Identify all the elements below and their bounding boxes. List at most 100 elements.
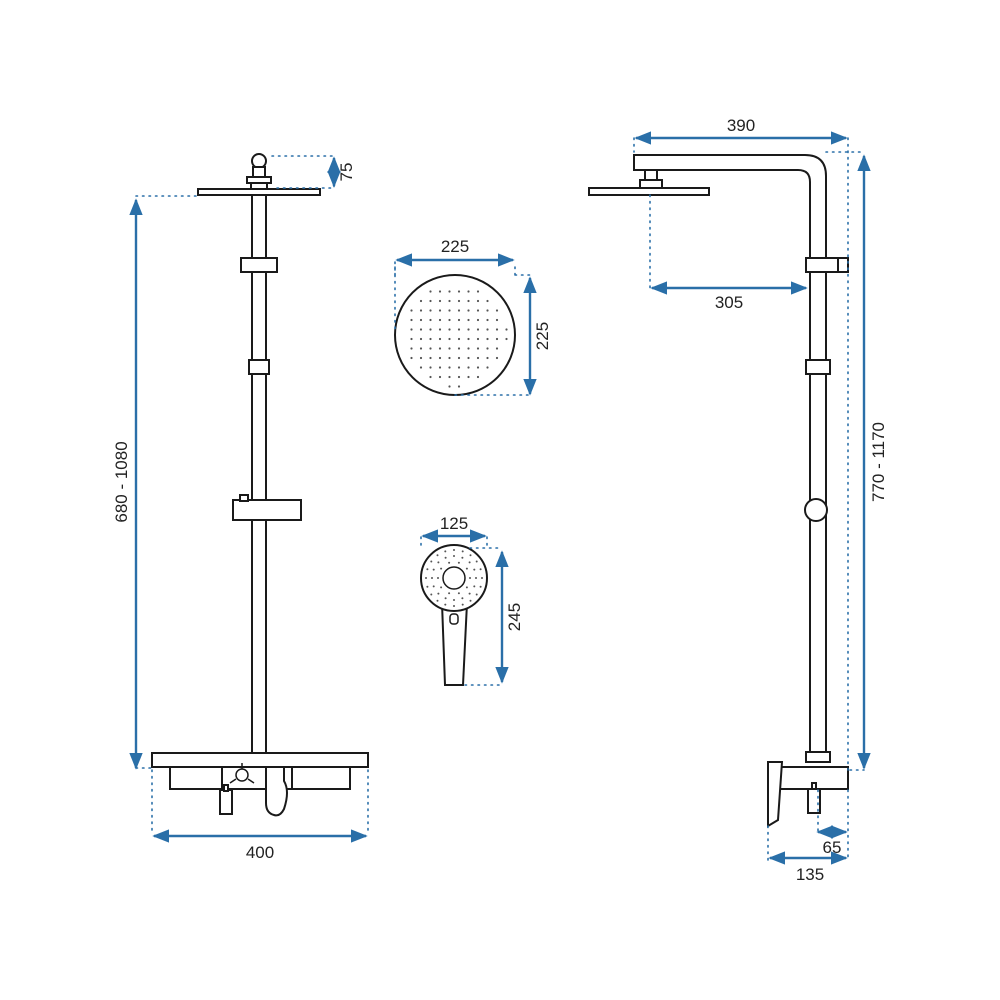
rain-jet-dot [457, 337, 461, 341]
front-column [251, 194, 267, 756]
rain-jet-dot [476, 318, 480, 322]
rain-jet-dot [429, 356, 432, 360]
rain-jet-dot [457, 299, 461, 303]
rain-jet-dot [457, 347, 461, 350]
hand-jet-dot [468, 561, 471, 564]
hand-jet-dot [453, 605, 455, 607]
hand-jet-dot [444, 597, 447, 600]
rain-jet-dot [457, 366, 461, 369]
rain-jet-dot [429, 366, 432, 369]
hand-jet-dot [436, 599, 439, 602]
rain-jet-dot [495, 356, 499, 360]
rain-jet-dot [448, 366, 451, 369]
front-shelf [232, 499, 302, 521]
dim-hand-width-label: 125 [440, 514, 468, 533]
rain-jet-dot [438, 366, 442, 369]
rain-jet-dot [467, 356, 470, 360]
rain-jet-dot [457, 290, 461, 293]
side-upper-clamp [805, 257, 839, 273]
hand-jet-dot [461, 556, 464, 559]
rain-jet-dot [495, 318, 499, 322]
rain-jet-dot [476, 299, 480, 303]
rain-jet-dot [448, 299, 451, 303]
hand-jet-dot [436, 554, 439, 557]
hand-jet-dot [448, 592, 451, 595]
rain-jet-dot [486, 299, 489, 303]
hand-jet-dot [479, 585, 482, 588]
rain-jet-dot [486, 328, 489, 331]
rain-jet-dot [476, 290, 480, 293]
rain-jet-dot [429, 299, 432, 303]
hand-jet-dot [481, 577, 483, 579]
rain-jet-dot [457, 356, 461, 360]
hand-jet-dot [426, 568, 429, 571]
hand-jet-dot [431, 577, 433, 579]
side-mixer [767, 751, 849, 828]
rain-jet-dot [438, 328, 442, 331]
side-holder-knob [804, 498, 828, 522]
hand-jet-dot [432, 585, 435, 588]
rain-jet-dot [448, 375, 451, 379]
rain-jet-dot [476, 309, 480, 312]
dim-arm-reach-label: 390 [727, 116, 755, 135]
rain-jet-dot [410, 347, 413, 350]
hand-jet-dot [461, 550, 464, 553]
rain-jet-dot [438, 337, 442, 341]
hand-shower-detail: 125 245 [420, 514, 524, 686]
rain-jet-dot [448, 337, 451, 341]
rain-jet-dot [419, 337, 423, 341]
rain-jet-dot [486, 309, 489, 312]
rain-jet-dot [467, 290, 470, 293]
hand-shower-face [420, 544, 488, 612]
rain-jet-dot [486, 366, 489, 369]
dim-arm-offset-label: 305 [715, 293, 743, 312]
rain-jet-dot [419, 347, 423, 350]
rain-jet-dot [457, 328, 461, 331]
rain-jet-dot [505, 337, 508, 341]
rain-jet-dot [410, 328, 413, 331]
hand-jet-dot [468, 592, 471, 595]
rain-jet-dot [419, 299, 423, 303]
rain-jet-dot [495, 328, 499, 331]
rain-jet-dot [448, 356, 451, 360]
rain-jet-dot [476, 375, 480, 379]
hand-jet-dot [453, 599, 455, 601]
hand-jet-dot [473, 568, 476, 571]
rain-head-jets [410, 290, 508, 388]
front-upper-clamp [240, 257, 278, 273]
dim-column-height-side-label: 770 - 1170 [869, 422, 888, 502]
rain-jet-dot [438, 347, 442, 350]
rain-head-disc [394, 274, 516, 396]
rain-jet-dot [438, 318, 442, 322]
hand-jet-dot [432, 568, 435, 571]
hand-jet-dot [453, 549, 455, 551]
rain-jet-dot [457, 385, 461, 388]
dim-head-height-label: 75 [337, 163, 356, 182]
rain-jet-dot [429, 375, 432, 379]
rain-jet-dot [476, 366, 480, 369]
hand-jet-dot [475, 577, 477, 579]
hand-jet-dot [448, 561, 451, 564]
rain-jet-dot [438, 375, 442, 379]
hand-jet-dot [430, 560, 433, 563]
hand-jet-dot [444, 550, 447, 553]
rain-jet-dot [410, 309, 413, 312]
rain-jet-dot [476, 356, 480, 360]
hand-shower-handle [440, 602, 469, 686]
rain-jet-dot [429, 337, 432, 341]
hand-jet-dot [461, 603, 464, 606]
hand-jet-dot [473, 585, 476, 588]
rain-jet-dot [467, 318, 470, 322]
side-view: 390 305 770 - 1170 65 135 [588, 116, 888, 884]
hand-jet-dot [479, 568, 482, 571]
rain-jet-dot [495, 309, 499, 312]
front-mid-joint [248, 359, 270, 375]
rain-jet-dot [438, 309, 442, 312]
rain-jet-dot [410, 356, 413, 360]
hand-jet-dot [469, 554, 472, 557]
rain-jet-dot [419, 356, 423, 360]
rain-jet-dot [467, 375, 470, 379]
side-mid-joint [805, 359, 831, 375]
hand-shower-jets [425, 549, 483, 607]
rain-jet-dot [448, 309, 451, 312]
